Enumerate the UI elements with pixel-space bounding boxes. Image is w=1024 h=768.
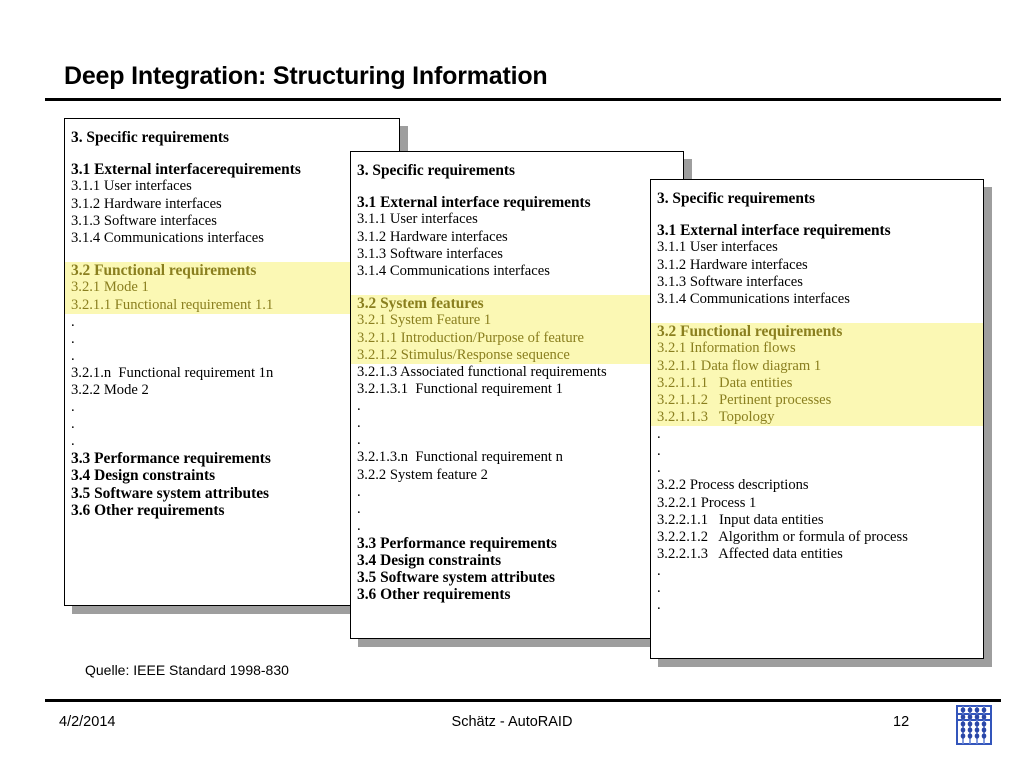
card-body: 3. Specific requirements 3.1 External int… [651, 180, 983, 620]
outline-item: 3.2.2 System feature 2 [357, 466, 488, 483]
outline-heading: 3.1 External interface requirements [657, 222, 891, 240]
outline-heading: 3.3 Performance requirements [357, 534, 557, 552]
outline-item: 3.2.1.1 Introduction/Purpose of feature [357, 329, 584, 346]
outline-item: . [657, 460, 661, 477]
title-divider [45, 98, 1001, 101]
outline-heading: 3.1 External interface requirements [357, 194, 591, 212]
outline-heading: 3.2 Functional requirements [657, 323, 843, 341]
outline-item: 3.2.1 Mode 1 [71, 279, 149, 296]
outline-item: 3.2.1.1.2 Pertinent processes [657, 392, 832, 409]
outline-item: 3.1.1 User interfaces [657, 239, 778, 256]
outline-heading: 3.6 Other requirements [357, 586, 511, 604]
card-heading: 3. Specific requirements [357, 162, 516, 179]
outline-item: 3.2.2.1.2 Algorithm or formula of proces… [657, 529, 908, 546]
requirements-card-2[interactable]: 3. Specific requirements 3.1 External int… [350, 151, 684, 639]
outline-item: 3.1.1 User interfaces [357, 211, 478, 228]
outline-item: 3.2.1.1 Functional requirement 1.1 [71, 296, 274, 313]
outline-heading: 3.3 Performance requirements [71, 450, 271, 468]
outline-section: 3.2.1.3 Associated functional requiremen… [357, 364, 677, 604]
footer-page-number: 12 [893, 714, 910, 730]
outline-item: 3.2.1.1 Data flow diagram 1 [657, 357, 822, 374]
outline-item: 3.1.3 Software interfaces [357, 245, 503, 262]
outline-heading: 3.4 Design constraints [71, 467, 216, 485]
outline-heading: 3.5 Software system attributes [71, 484, 270, 502]
card-heading: 3. Specific requirements [657, 190, 816, 207]
outline-item: . [71, 399, 75, 416]
outline-item: 3.1.4 Communications interfaces [71, 230, 264, 247]
outline-item: . [357, 517, 361, 534]
card-heading: 3. Specific requirements [71, 129, 230, 146]
outline-heading: 3.1 External interfacerequirements [71, 161, 301, 179]
outline-item: . [71, 330, 75, 347]
outline-item: 3.1.1 User interfaces [71, 178, 192, 195]
outline-item: . [657, 443, 661, 460]
abacus-logo-icon [956, 705, 992, 745]
spacer [71, 146, 393, 161]
outline-item: 3.2.1.1.1 Data entities [657, 374, 793, 391]
outline-item: 3.2.1.2 Stimulus/Response sequence [357, 346, 570, 363]
outline-item: . [657, 597, 661, 614]
outline-item: . [357, 483, 361, 500]
footer-date: 4/2/2014 [59, 714, 116, 730]
outline-item: . [71, 433, 75, 450]
outline-item: 3.2.1.n Functional requirement 1n [71, 364, 274, 381]
spacer [357, 179, 677, 194]
outline-item: 3.1.2 Hardware interfaces [657, 256, 808, 273]
outline-item: 3.2.2.1.1 Input data entities [657, 511, 824, 528]
outline-heading: 3.4 Design constraints [357, 552, 502, 570]
outline-heading: 3.6 Other requirements [71, 501, 225, 519]
outline-item: . [71, 416, 75, 433]
card-body: 3. Specific requirements 3.1 External int… [351, 152, 683, 610]
outline-item: 3.1.2 Hardware interfaces [357, 228, 508, 245]
outline-item: . [657, 563, 661, 580]
outline-heading: 3.2 System features [357, 295, 484, 313]
outline-item: 3.1.4 Communications interfaces [357, 263, 550, 280]
source-note: Quelle: IEEE Standard 1998-830 [85, 662, 289, 678]
outline-item: 3.2.2 Mode 2 [71, 382, 149, 399]
footer-divider [45, 699, 1001, 702]
outline-item: . [357, 398, 361, 415]
spacer [657, 308, 977, 323]
outline-item: 3.1.3 Software interfaces [71, 212, 217, 229]
spacer [71, 247, 393, 262]
outline-item: 3.2.1.3.n Functional requirement n [357, 449, 563, 466]
outline-item: . [357, 500, 361, 517]
outline-item: . [657, 580, 661, 597]
outline-item: . [71, 313, 75, 330]
outline-item: 3.2.2.1 Process 1 [657, 494, 757, 511]
outline-item: 3.1.2 Hardware interfaces [71, 195, 222, 212]
outline-item: . [657, 426, 661, 443]
card-body: 3. Specific requirements 3.1 External int… [65, 119, 399, 525]
spacer [357, 280, 677, 295]
outline-item: 3.2.1.1.3 Topology [657, 409, 775, 426]
outline-heading: 3.2 Functional requirements [71, 262, 257, 280]
outline-item: . [357, 432, 361, 449]
outline-item: 3.1.3 Software interfaces [657, 273, 803, 290]
outline-item: 3.2.2.1.3 Affected data entities [657, 546, 843, 563]
footer-title: Schätz - AutoRAID [451, 714, 573, 730]
page-title: Deep Integration: Structuring Informatio… [64, 62, 548, 90]
outline-item: 3.1.4 Communications interfaces [657, 291, 850, 308]
outline-item: 3.2.1.3 Associated functional requiremen… [357, 364, 607, 381]
requirements-card-3[interactable]: 3. Specific requirements 3.1 External int… [650, 179, 984, 659]
outline-item: 3.2.1 Information flows [657, 340, 796, 357]
spacer [657, 207, 977, 222]
outline-heading: 3.5 Software system attributes [357, 569, 556, 587]
outline-item: . [71, 347, 75, 364]
outline-item: 3.2.2 Process descriptions [657, 477, 809, 494]
outline-item: 3.2.1 System Feature 1 [357, 312, 492, 329]
outline-item: 3.2.1.3.1 Functional requirement 1 [357, 381, 563, 398]
outline-item: . [357, 415, 361, 432]
